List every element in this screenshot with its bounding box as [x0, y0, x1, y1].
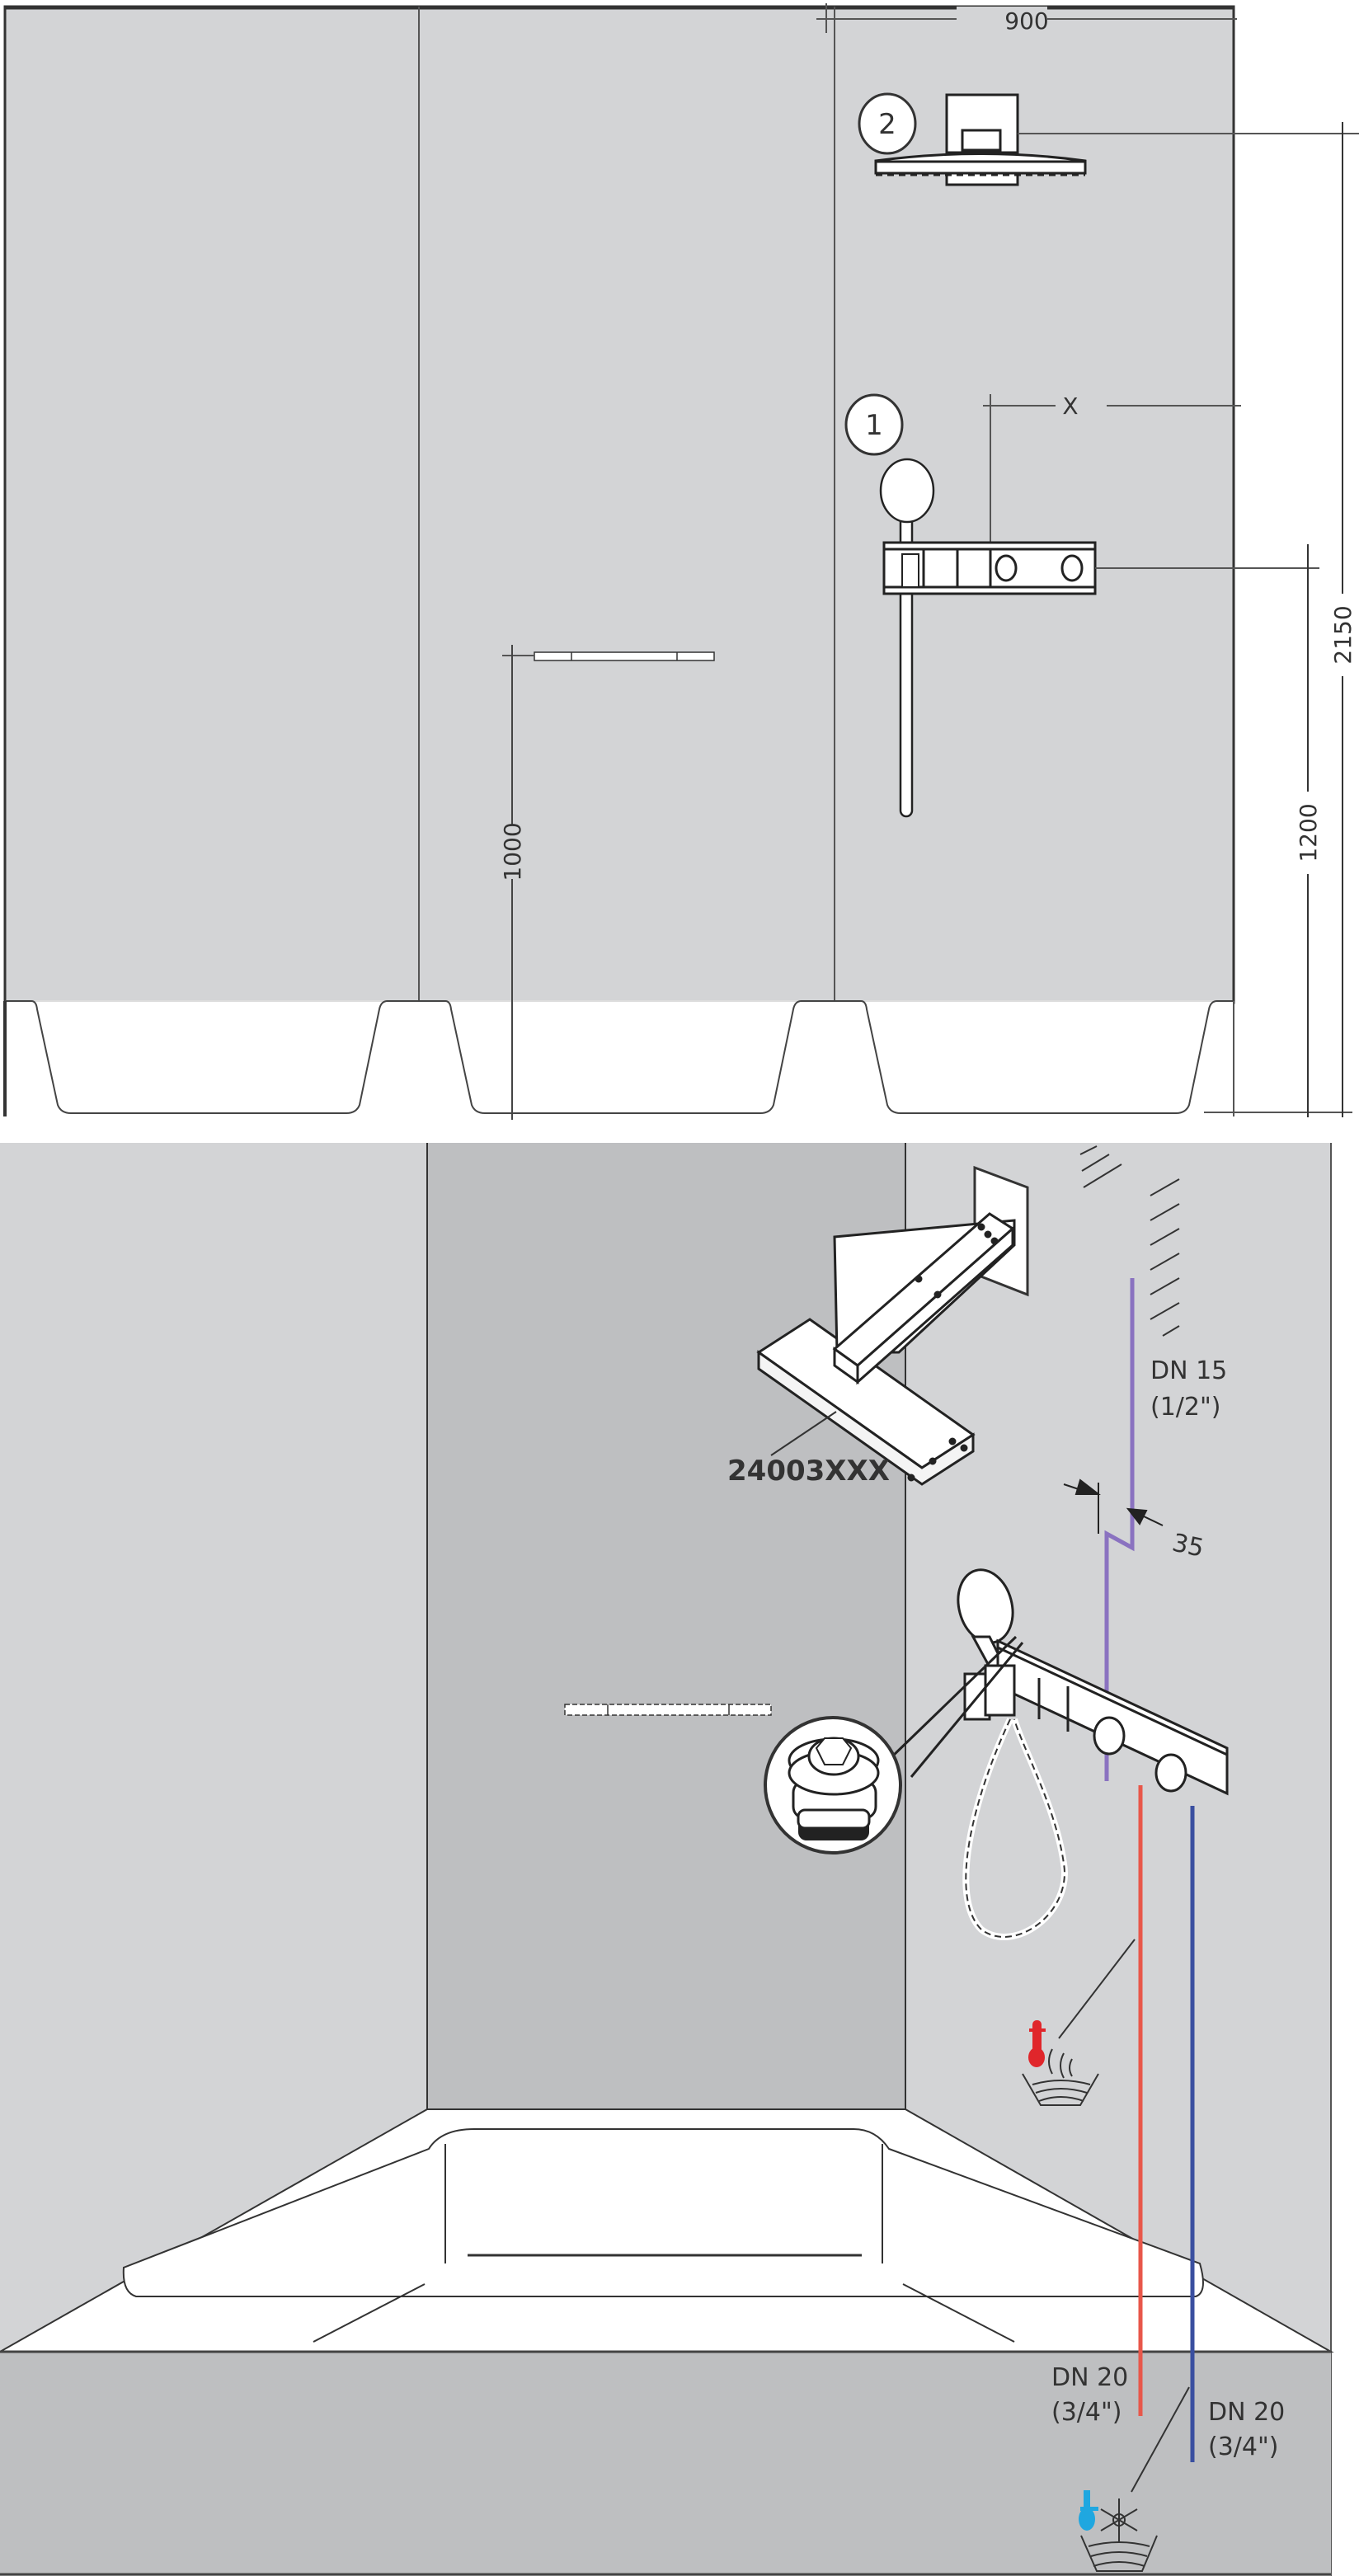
thermostat-knob-2	[1154, 1753, 1187, 1793]
shelf-icon	[534, 651, 715, 661]
overhead-shower-icon	[874, 93, 1087, 186]
dimension-width: 900	[1004, 7, 1048, 35]
callout-2-circle	[858, 92, 917, 155]
dimension-shower-height: 2150	[1329, 605, 1357, 664]
pipe-cold-inch: (3/4")	[1208, 2433, 1279, 2461]
callout-1-number: 1	[865, 409, 883, 442]
callout-1-circle	[844, 393, 904, 456]
bathtub-front	[5, 1001, 1234, 1121]
pipe-cold-size: DN 20	[1208, 2398, 1285, 2427]
bathtub-icon	[0, 2108, 1334, 2353]
cold-water-icon	[1079, 2490, 1158, 2572]
isometric-installation-drawing: 24003XXX DN 15 (1/2") 35	[0, 1143, 1334, 2576]
hot-water-icon	[1022, 2020, 1099, 2106]
shelf-icon	[564, 1704, 772, 1716]
floor-panel	[0, 2352, 1331, 2576]
thermostat-bar-icon	[882, 541, 1097, 595]
pipe-hot-size: DN 20	[1051, 2363, 1128, 2392]
callout-2-number: 2	[878, 108, 896, 141]
pipe-hot-inch: (3/4")	[1051, 2398, 1122, 2427]
thermostat-bar-icon	[963, 1638, 1229, 1796]
thermostat-knob-1	[1093, 1716, 1126, 1756]
offset-dimension-value: 35	[1169, 1529, 1206, 1563]
pipe-shower-head	[1104, 1278, 1135, 1781]
dimension-shelf-height: 1000	[499, 822, 526, 881]
offset-dimension	[1063, 1478, 1164, 1534]
pipe-shower-head-inch: (1/2")	[1150, 1393, 1221, 1422]
fitting-detail-icon	[764, 1716, 902, 1854]
dimension-offset-x: X	[1062, 393, 1078, 420]
overhead-shower-icon	[756, 1318, 976, 1486]
wall-hatch-icon	[1079, 1145, 1180, 1337]
shower-arm	[832, 1212, 1015, 1385]
dimension-thermostat-height: 1200	[1295, 803, 1322, 862]
wall-back	[427, 1143, 905, 2109]
front-elevation-drawing: 900 2 2150 1 X 1200	[3, 3, 1359, 1121]
pipe-shower-head-size: DN 15	[1150, 1356, 1227, 1385]
product-code: 24003XXX	[727, 1455, 890, 1488]
